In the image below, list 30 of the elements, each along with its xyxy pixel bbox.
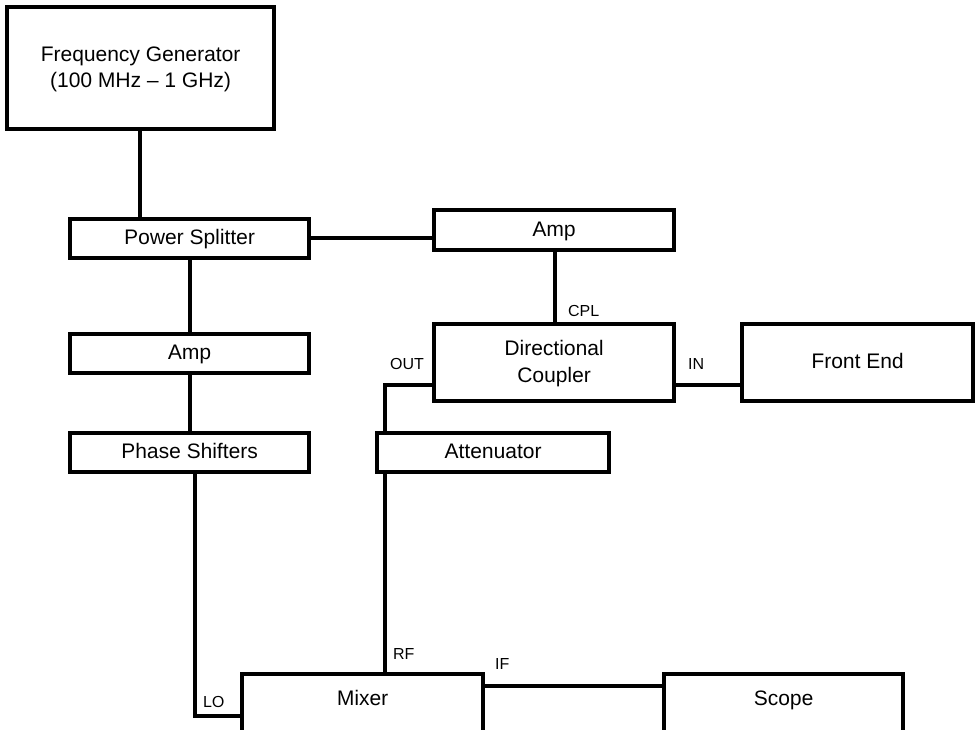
connector-line (188, 260, 192, 332)
process-box (240, 672, 485, 730)
connector-line (311, 236, 432, 240)
process-box (740, 322, 975, 403)
process-box (432, 322, 676, 403)
process-box (5, 5, 276, 131)
box-label: Directional Coupler (503, 336, 605, 388)
connector-line (138, 131, 142, 217)
box-label: Phase Shifters (121, 439, 258, 466)
connector-line (553, 252, 557, 322)
box-label: Frequency Generator (100 MHz – 1 GHz) (40, 42, 242, 94)
connector-line (676, 383, 740, 387)
box-label: Front End (811, 349, 904, 376)
connector-line (383, 383, 432, 431)
connector-line (193, 474, 240, 718)
box-label: Amp (168, 340, 212, 366)
connector-line (383, 474, 387, 672)
box-label: Attenuator (444, 439, 542, 466)
box-label: Scope (754, 686, 814, 712)
process-box (68, 332, 311, 375)
box-label: Power Splitter (124, 225, 255, 252)
process-box (375, 431, 611, 474)
process-box (68, 217, 311, 260)
process-box (68, 431, 311, 474)
connector-line (188, 375, 192, 431)
process-box (432, 208, 676, 252)
box-label: Mixer (336, 686, 388, 712)
connector-line (485, 684, 662, 688)
box-label: Amp (532, 216, 576, 243)
process-box (662, 672, 905, 730)
